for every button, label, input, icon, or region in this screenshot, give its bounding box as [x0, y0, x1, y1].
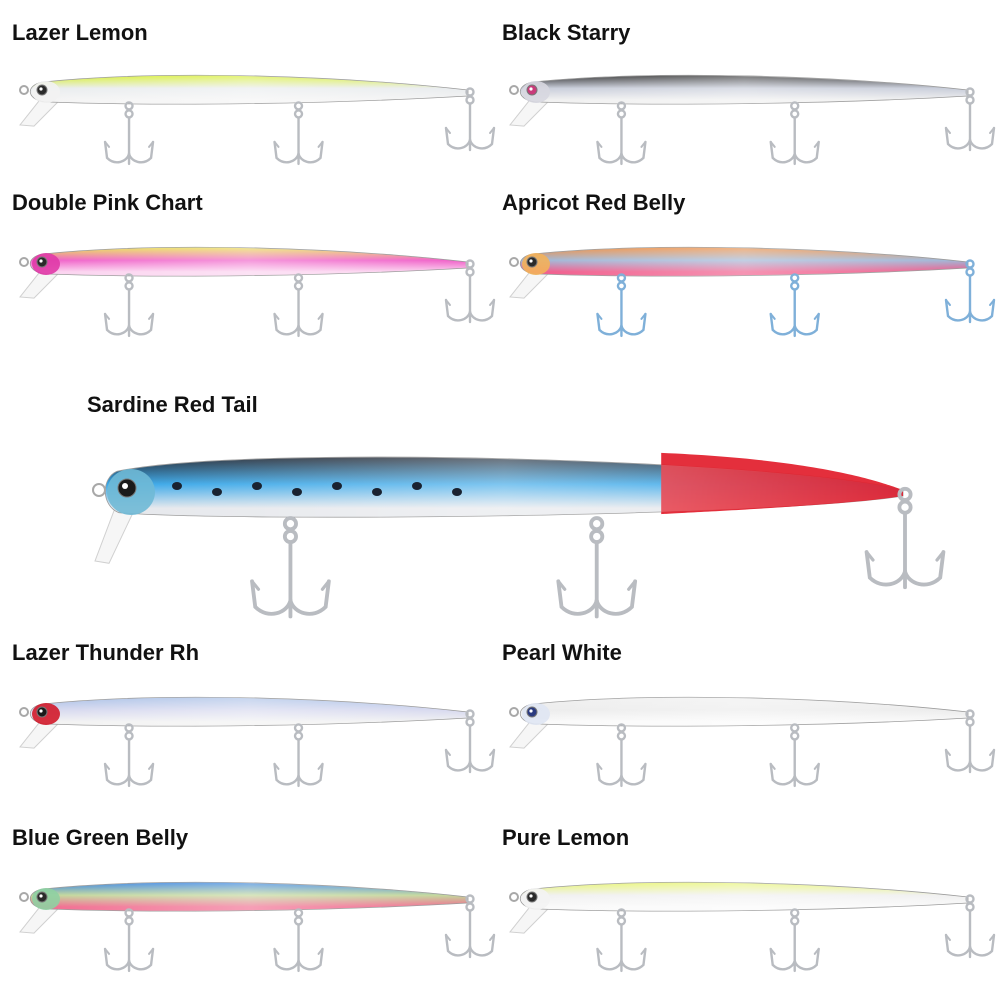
body-shine [30, 247, 469, 277]
eye-highlight [529, 87, 533, 91]
diving-lip [509, 721, 550, 749]
lure-image [509, 696, 996, 788]
diving-lip [509, 99, 550, 127]
line-tie-ring [92, 483, 106, 497]
body-shine [520, 75, 968, 105]
treble-hook-icon [273, 723, 324, 788]
treble-hook-icon [864, 486, 946, 590]
treble-hook-icon [444, 894, 496, 959]
diving-lip [94, 507, 134, 564]
diving-lip [19, 906, 60, 934]
treble-hook-icon [273, 273, 324, 338]
treble-hook-icon [444, 259, 496, 324]
treble-hook-icon [103, 723, 155, 788]
body-shine [30, 697, 469, 727]
lure-card-sardine-red-tail: Sardine Red Tail [85, 392, 946, 632]
lure-image [19, 696, 496, 788]
treble-hook-icon [596, 101, 647, 166]
lure-image [19, 74, 496, 166]
treble-hook-icon [103, 908, 155, 973]
diving-lip [19, 99, 60, 127]
body-spot [172, 482, 182, 490]
body-spot [292, 488, 302, 496]
lure-name-label: Blue Green Belly [12, 825, 189, 850]
line-tie-ring [509, 257, 519, 267]
lure-image [19, 246, 496, 338]
lure-image [92, 452, 946, 619]
treble-hook-icon [944, 87, 996, 152]
eye-highlight [39, 259, 43, 263]
lure-name-label: Lazer Thunder Rh [12, 640, 200, 665]
treble-hook-icon [769, 723, 820, 788]
treble-hook-icon [103, 273, 155, 338]
lure-name-label: Apricot Red Belly [502, 190, 686, 215]
treble-hook-icon [444, 87, 496, 152]
body-shine [30, 882, 469, 912]
treble-hook-icon [596, 723, 647, 788]
treble-hook-icon [769, 101, 820, 166]
body-spot [372, 488, 382, 496]
lure-card-double-pink-chart: Double Pink Chart [10, 190, 496, 350]
lure-card-lazer-lemon: Lazer Lemon [10, 18, 496, 178]
treble-hook-icon [596, 273, 647, 338]
diving-lip [509, 906, 550, 934]
eye-highlight [529, 894, 533, 898]
eye-highlight [39, 87, 43, 91]
lure-name-label: Pearl White [502, 640, 622, 665]
body-shine [30, 75, 469, 105]
treble-hook-icon [103, 101, 155, 166]
line-tie-ring [19, 892, 29, 902]
eye-highlight [122, 483, 128, 489]
lure-card-black-starry: Black Starry [500, 18, 996, 178]
diving-lip [509, 271, 550, 299]
line-tie-ring [19, 257, 29, 267]
lure-image [509, 881, 996, 973]
lure-card-pure-lemon: Pure Lemon [500, 825, 996, 985]
body-shine [520, 247, 968, 277]
body-shine [520, 697, 968, 727]
lure-name-label: Lazer Lemon [12, 20, 148, 45]
body-spot [452, 488, 462, 496]
lure-image [19, 881, 496, 973]
treble-hook-icon [769, 273, 820, 338]
lure-card-pearl-white: Pearl White [500, 640, 996, 800]
body-spot [252, 482, 262, 490]
treble-hook-icon [769, 908, 820, 973]
lure-name-label: Black Starry [502, 20, 631, 45]
body-spot [412, 482, 422, 490]
treble-hook-icon [556, 516, 638, 619]
treble-hook-icon [944, 259, 996, 324]
treble-hook-icon [273, 908, 324, 973]
lure-name-label: Double Pink Chart [12, 190, 203, 215]
eye-highlight [529, 259, 533, 263]
body-spot [332, 482, 342, 490]
body-shine [105, 457, 904, 518]
treble-hook-icon [596, 908, 647, 973]
lure-image [509, 246, 996, 338]
treble-hook-icon [944, 709, 996, 774]
eye-highlight [529, 709, 533, 713]
lure-image [509, 74, 996, 166]
line-tie-ring [509, 707, 519, 717]
lure-card-lazer-thunder-rh: Lazer Thunder Rh [10, 640, 496, 800]
diving-lip [19, 271, 60, 299]
line-tie-ring [19, 85, 29, 95]
diving-lip [19, 721, 60, 749]
treble-hook-icon [944, 894, 996, 959]
lure-name-label: Pure Lemon [502, 825, 630, 850]
eye-highlight [39, 894, 43, 898]
line-tie-ring [509, 85, 519, 95]
lure-name-label: Sardine Red Tail [87, 392, 258, 417]
treble-hook-icon [250, 516, 331, 619]
treble-hook-icon [273, 101, 324, 166]
eye-highlight [39, 709, 43, 713]
treble-hook-icon [444, 709, 496, 774]
line-tie-ring [19, 707, 29, 717]
body-spot [212, 488, 222, 496]
body-shine [520, 882, 968, 912]
lure-card-blue-green-belly: Blue Green Belly [10, 825, 496, 985]
lure-card-apricot-red-belly: Apricot Red Belly [500, 190, 996, 350]
line-tie-ring [509, 892, 519, 902]
